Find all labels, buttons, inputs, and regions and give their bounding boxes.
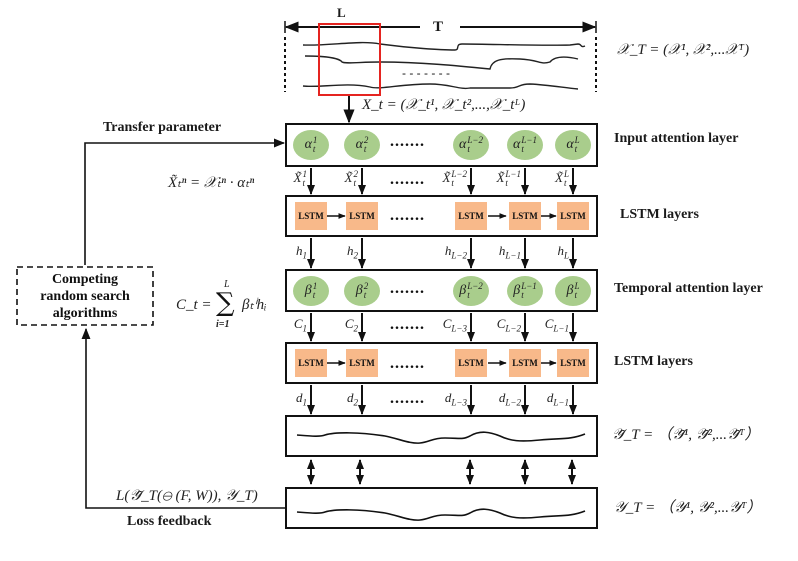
transfer-parameter-line [84, 138, 286, 265]
lstm-cell: LSTM [509, 202, 541, 230]
actual-series-curve [296, 508, 586, 521]
temporal-attention-box [285, 269, 598, 312]
lstm1-ellipsis: ....... [390, 207, 425, 224]
lstm-cell: LSTM [557, 202, 589, 230]
temporal-attention-label: Temporal attention layer [614, 281, 763, 296]
loss-function-equation: L(𝒴̃_T(⊖ (F, W)), 𝒴_T) [116, 488, 258, 504]
optimizer-line: Competing [51, 271, 119, 287]
input-attention-label: Input attention layer [614, 131, 739, 146]
hidden-state-label: hL [557, 243, 569, 261]
series-curve [302, 83, 579, 90]
context-rhs: βₜⁱhᵢ [242, 297, 267, 313]
xtilde-ellipsis: ....... [390, 171, 425, 188]
context-label: CL−2 [496, 316, 521, 334]
context-lhs: C_t = [176, 297, 212, 313]
d-ellipsis: ....... [390, 390, 425, 407]
time-span-indicator [284, 21, 597, 92]
window-box [318, 23, 381, 96]
lstm-chain-arrows [327, 213, 557, 366]
context-sum-lower: i=1 [216, 319, 230, 330]
weighted-input-equation: X̃ₜⁿ = 𝒳ₜⁿ · αₜⁿ [168, 175, 255, 191]
hidden-state-label: hL−2 [444, 243, 467, 261]
beta-ellipsis: ....... [390, 280, 425, 297]
optimizer-line: algorithms [52, 305, 118, 321]
decoder-state-label: d1 [296, 390, 307, 408]
optimizer-line: random search [40, 288, 130, 304]
context-label: CL−1 [544, 316, 569, 334]
sum-icon: ∑ [216, 288, 235, 318]
series-curve [302, 41, 586, 51]
decoder-state-label: dL−3 [444, 390, 467, 408]
total-length-label: T [433, 19, 444, 35]
c-ellipsis: ....... [390, 316, 425, 333]
actual-series-formula: 𝒴_T = （𝒴¹, 𝒴²,...𝒴ᵀ） [614, 500, 762, 516]
lstm-cell: LSTM [455, 202, 487, 230]
input-attention-box [285, 123, 598, 167]
decoder-state-label: dL−2 [498, 390, 521, 408]
lstm-layer-2-label: LSTM layers [614, 354, 693, 369]
predicted-output-box [285, 415, 598, 457]
predicted-series-formula: 𝒴̃_T = （𝒴̃¹, 𝒴̃²,...𝒴̃ᵀ） [612, 427, 760, 443]
actual-output-box [285, 487, 598, 529]
feedback-loop [16, 138, 286, 509]
context-vector-equation: C_t = L ∑ i=1 βₜⁱhᵢ [176, 280, 286, 330]
hidden-state-label: h2 [347, 243, 358, 261]
context-sum-upper: L [224, 279, 230, 290]
hidden-state-label: hL−1 [498, 243, 521, 261]
transfer-parameter-label: Transfer parameter [103, 120, 222, 135]
predicted-series-curve [296, 431, 586, 444]
loss-feedback-line [81, 327, 286, 509]
optimizer-label: Competing random search algorithms [17, 267, 153, 325]
lstm2-ellipsis: ....... [390, 355, 425, 372]
context-label: CL−3 [442, 316, 467, 334]
loss-feedback-label: Loss feedback [127, 514, 212, 529]
alpha-ellipsis: ....... [390, 133, 425, 150]
hidden-state-label: h1 [296, 243, 307, 261]
decoder-state-label: dL−1 [546, 390, 569, 408]
context-label: C1 [293, 316, 307, 334]
input-series-formula: 𝒳_T = (𝒳¹, 𝒳²,...𝒳ᵀ) [617, 42, 750, 58]
series-curve [304, 55, 579, 70]
lstm-cell: LSTM [557, 349, 589, 377]
window-length-label: L [337, 5, 346, 20]
lstm-layer-1-label: LSTM layers [620, 207, 699, 222]
lstm-cell: LSTM [509, 349, 541, 377]
lstm-cell: LSTM [295, 202, 327, 230]
lstm-cell: LSTM [346, 349, 378, 377]
window-formula: X_t = (𝒳_t¹, 𝒳_t²,...,𝒳_tᴸ) [362, 97, 526, 113]
lstm-cell: LSTM [455, 349, 487, 377]
lstm-cell: LSTM [295, 349, 327, 377]
inter-layer-arrows [307, 168, 577, 485]
lstm-cell: LSTM [346, 202, 378, 230]
context-label: C2 [344, 316, 358, 334]
optimizer-box [16, 266, 154, 326]
input-time-series [302, 41, 586, 90]
decoder-state-label: d2 [347, 390, 358, 408]
series-dots-text: - - - - - - - [402, 66, 450, 80]
series-ellipsis: - - - - - - - [402, 66, 450, 80]
